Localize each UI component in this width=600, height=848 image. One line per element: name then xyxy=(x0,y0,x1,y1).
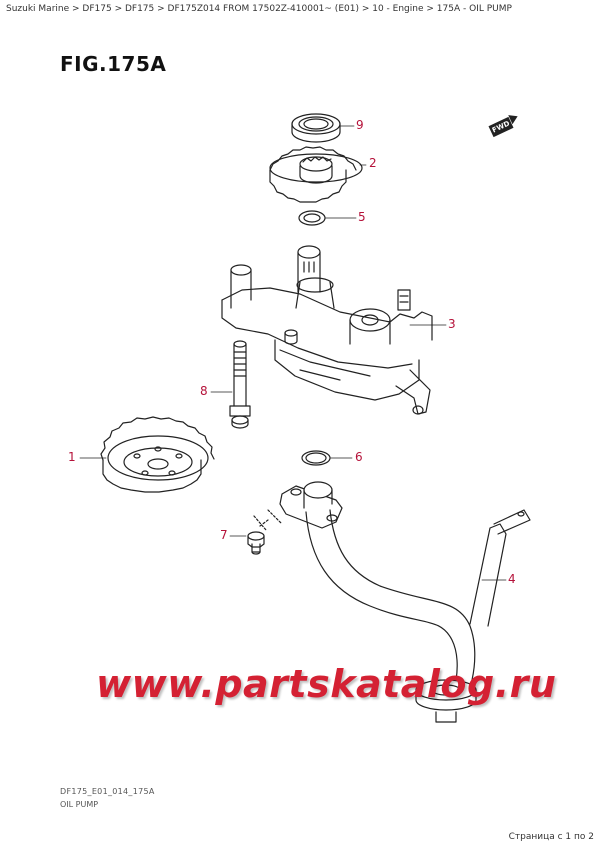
part-drive-gear[interactable] xyxy=(100,416,215,493)
breadcrumb-separator: > xyxy=(154,4,168,14)
breadcrumb-separator: > xyxy=(111,4,125,14)
figure-title: FIG.175A xyxy=(60,52,167,76)
watermark-text: www.partskatalog.ru xyxy=(96,662,557,706)
diagram-code: DF175_E01_014_175A xyxy=(60,787,155,796)
part-bolt-short[interactable] xyxy=(247,531,265,555)
part-oil-strainer-pipe[interactable] xyxy=(279,481,531,723)
callout-label[interactable]: 4 xyxy=(508,572,516,586)
breadcrumb-separator: > xyxy=(69,4,83,14)
part-bolt-long[interactable] xyxy=(229,340,251,429)
callout-label[interactable]: 1 xyxy=(68,450,76,464)
part-driven-gear[interactable] xyxy=(269,146,363,203)
breadcrumb-item-submodel[interactable]: DF175 xyxy=(124,4,155,14)
breadcrumb-item-section[interactable]: 10 - Engine xyxy=(372,4,424,14)
breadcrumb-item-current: 175A - OIL PUMP xyxy=(436,4,512,14)
breadcrumb-item-serial[interactable]: DF175Z014 FROM 17502Z-410001~ (E01) xyxy=(167,4,359,14)
callout-label[interactable]: 2 xyxy=(369,156,377,170)
part-o-ring-small[interactable] xyxy=(298,210,326,226)
callout-label[interactable]: 5 xyxy=(358,210,366,224)
breadcrumb-separator: > xyxy=(423,4,437,14)
callout-label[interactable]: 9 xyxy=(356,118,364,132)
diagram-name: OIL PUMP xyxy=(60,800,99,809)
part-oil-pump-body[interactable] xyxy=(221,245,433,415)
callout-label[interactable]: 8 xyxy=(200,384,208,398)
breadcrumb-item-model[interactable]: DF175 xyxy=(82,4,112,14)
callout-label[interactable]: 6 xyxy=(355,450,363,464)
breadcrumb: Suzuki Marine > DF175 > DF175 > DF175Z01… xyxy=(6,4,512,14)
page-indicator: Страница с 1 по 2 xyxy=(508,832,594,842)
part-o-ring[interactable] xyxy=(301,450,331,466)
breadcrumb-item-brand[interactable]: Suzuki Marine xyxy=(6,4,70,14)
part-oil-seal[interactable] xyxy=(291,113,341,143)
callout-label[interactable]: 7 xyxy=(220,528,228,542)
breadcrumb-separator: > xyxy=(358,4,373,14)
leader-lines xyxy=(79,125,507,581)
callout-label[interactable]: 3 xyxy=(448,317,456,331)
